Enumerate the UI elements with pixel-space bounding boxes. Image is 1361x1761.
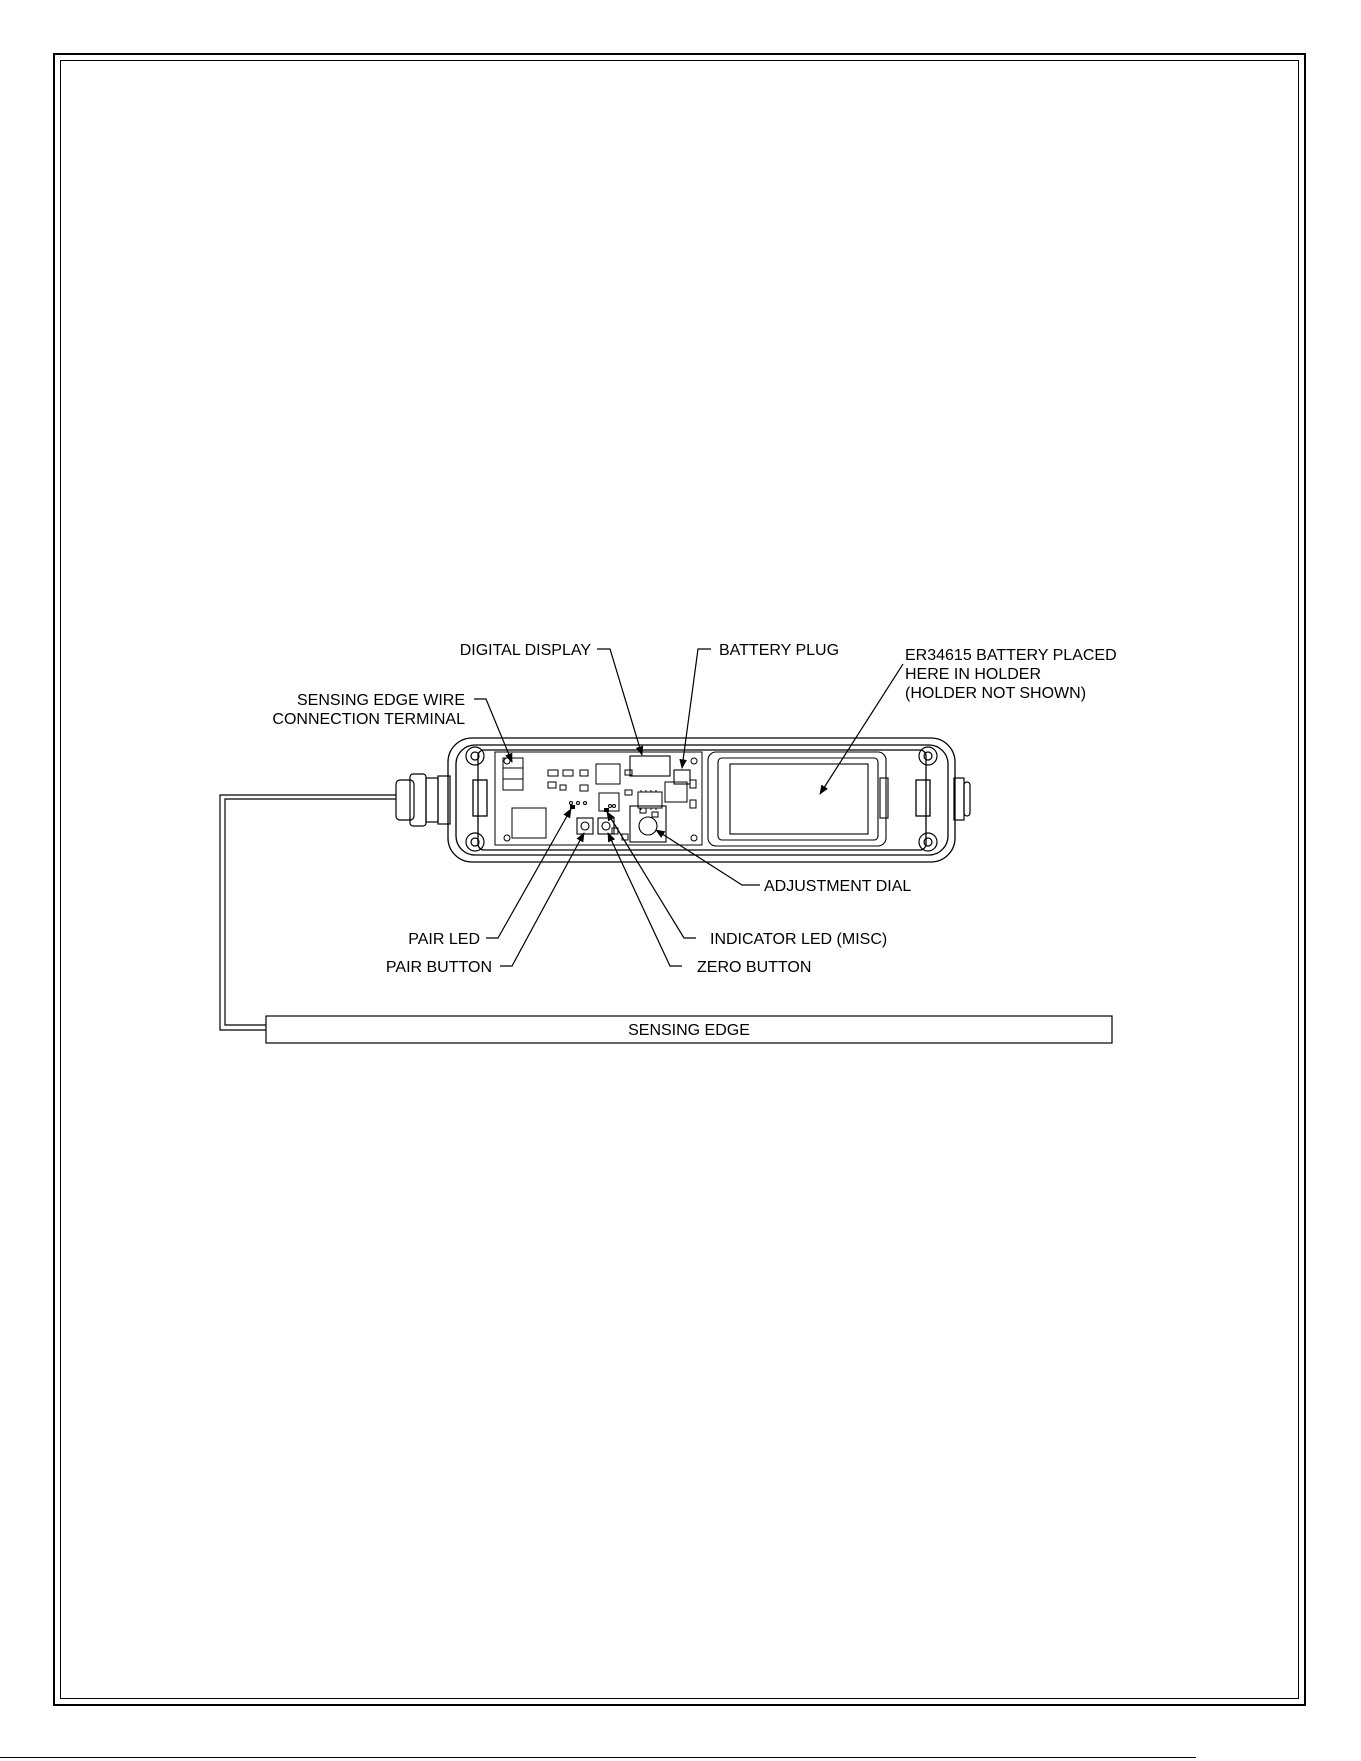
label-sensing-wire-line2: CONNECTION TERMINAL: [272, 711, 465, 728]
indicator-led: [604, 808, 609, 812]
cable-gland-icon: [396, 774, 450, 826]
label-pair-button: PAIR BUTTON: [386, 959, 492, 976]
pair-led: [570, 805, 575, 809]
label-sensing-wire-line1: SENSING EDGE WIRE: [297, 692, 465, 709]
label-adjustment-dial: ADJUSTMENT DIAL: [764, 878, 911, 895]
adjustment-dial: [630, 806, 666, 842]
label-battery-line2: HERE IN HOLDER: [905, 666, 1041, 683]
label-sensing-edge: SENSING EDGE: [628, 1022, 750, 1039]
label-zero-button: ZERO BUTTON: [697, 959, 811, 976]
ic-chip: [638, 790, 662, 810]
digital-display: [630, 756, 670, 776]
label-battery-plug: BATTERY PLUG: [719, 642, 839, 659]
label-pair-led: PAIR LED: [408, 931, 480, 948]
label-battery-line3: (HOLDER NOT SHOWN): [905, 685, 1086, 702]
battery-compartment: [708, 752, 888, 846]
right-connector-icon: [954, 778, 970, 820]
label-battery-line1: ER34615 BATTERY PLACED: [905, 647, 1117, 664]
pair-button: [577, 818, 593, 834]
sensing-edge-wire: [220, 795, 396, 1030]
label-digital-display: DIGITAL DISPLAY: [460, 642, 592, 659]
label-indicator-led: INDICATOR LED (MISC): [710, 931, 887, 948]
